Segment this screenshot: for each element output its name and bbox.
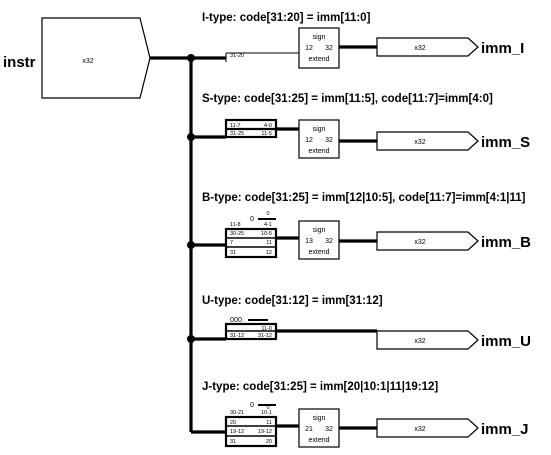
extender-in-width: 21	[305, 426, 313, 433]
output-name-imm-j: imm_J	[481, 421, 529, 438]
output-name-imm-b: imm_B	[481, 234, 531, 251]
splitter-left-label: 31-12	[230, 333, 244, 339]
extender-label-sign: sign	[313, 415, 326, 422]
splitter-right-label: 11-5	[261, 131, 272, 137]
splitter-right-label: 10-5	[261, 231, 272, 237]
extender-label-extend: extend	[308, 148, 329, 155]
splitter-left-label: 11-7	[230, 123, 241, 129]
splitter-right-label: 19-12	[258, 429, 272, 435]
splitter-left-label: 31-25	[230, 131, 244, 137]
instr-label: instr	[3, 54, 36, 71]
output-width-label: x32	[414, 45, 425, 52]
splitter-left-label: 19-12	[230, 429, 244, 435]
constant-bit-label: 0	[266, 211, 269, 217]
section-j-type: J-type: code[31:25] = imm[20|10:1|11|19:…	[191, 381, 529, 448]
splitter-left-label: 30-21	[230, 410, 244, 416]
section-title: J-type: code[31:25] = imm[20|10:1|11|19:…	[202, 381, 438, 393]
section-i-type: I-type: code[31:20] = imm[11:0] 31-20 si…	[187, 12, 524, 69]
instr-input-block[interactable]	[41, 17, 151, 99]
splitter-box	[224, 415, 278, 448]
section-s-type: S-type: code[31:25] = imm[11:5], code[11…	[187, 93, 530, 159]
splitter-right-label: 20	[266, 439, 272, 445]
extender-label-extend: extend	[308, 249, 329, 256]
output-width-label: x32	[414, 239, 425, 246]
splitter-left-label: 11-8	[230, 222, 241, 228]
splitter-right-label: 10-1	[261, 410, 272, 416]
splitter-left-label: 31-20	[230, 53, 244, 59]
extender-label-sign: sign	[313, 126, 326, 133]
output-name-imm-i: imm_I	[481, 40, 524, 57]
extender-label-extend: extend	[308, 437, 329, 444]
splitter-right-label: 11	[266, 240, 272, 246]
section-title: U-type: code[31:12] = imm[31:12]	[202, 295, 383, 307]
splitter-left-label: 30-25	[230, 231, 244, 237]
output-width-label: x32	[414, 338, 425, 345]
splitter-right-label: 11	[266, 420, 272, 426]
splitter-left-label: 31	[230, 439, 236, 445]
extender-in-width: 12	[305, 137, 313, 144]
extender-label-sign: sign	[313, 227, 326, 234]
output-width-label: x32	[414, 426, 425, 433]
output-width-label: x32	[414, 139, 425, 146]
extender-out-width: 32	[325, 238, 333, 245]
sign-extender[interactable]	[298, 119, 340, 159]
splitter-right-label: 12	[266, 250, 272, 256]
extender-in-width: 13	[305, 238, 313, 245]
extender-label-sign: sign	[313, 34, 326, 41]
splitter-left-label: 31	[230, 250, 236, 256]
output-pin-imm-i[interactable]	[376, 37, 479, 57]
extender-out-width: 32	[325, 137, 333, 144]
sign-extender[interactable]	[298, 408, 340, 448]
instr-width-label: x32	[82, 58, 93, 65]
splitter-box	[224, 227, 278, 259]
extender-in-width: 12	[305, 45, 313, 52]
output-pin-imm-s[interactable]	[376, 131, 479, 151]
constant-bit-label: 0	[266, 405, 269, 411]
section-title: I-type: code[31:20] = imm[11:0]	[202, 12, 371, 24]
constant-value: 0	[250, 216, 254, 223]
output-pin-imm-u[interactable]	[376, 330, 479, 350]
splitter-left-label: 7	[230, 240, 233, 246]
output-name-imm-s: imm_S	[481, 134, 530, 151]
splitter-right-label: 4-0	[264, 123, 272, 129]
output-pin-imm-j[interactable]	[376, 418, 479, 438]
constant-value: 000	[230, 317, 242, 324]
extender-out-width: 32	[325, 45, 333, 52]
splitter-right-label: 31-12	[258, 333, 272, 339]
splitter-right-label: 11-0	[261, 326, 272, 332]
section-title: S-type: code[31:25] = imm[11:5], code[11…	[202, 93, 493, 105]
constant-value: 0	[250, 402, 254, 409]
section-b-type: B-type: code[31:25] = imm[12|10:5], code…	[187, 192, 531, 260]
extender-out-width: 32	[325, 426, 333, 433]
extender-label-extend: extend	[308, 56, 329, 63]
splitter-left-label: 20	[230, 420, 236, 426]
output-pin-imm-b[interactable]	[376, 231, 479, 251]
section-title: B-type: code[31:25] = imm[12|10:5], code…	[202, 192, 526, 204]
output-name-imm-u: imm_U	[481, 333, 531, 350]
section-u-type: U-type: code[31:12] = imm[31:12] 000 11-…	[187, 295, 531, 350]
splitter-right-label: 4-1	[264, 222, 272, 228]
